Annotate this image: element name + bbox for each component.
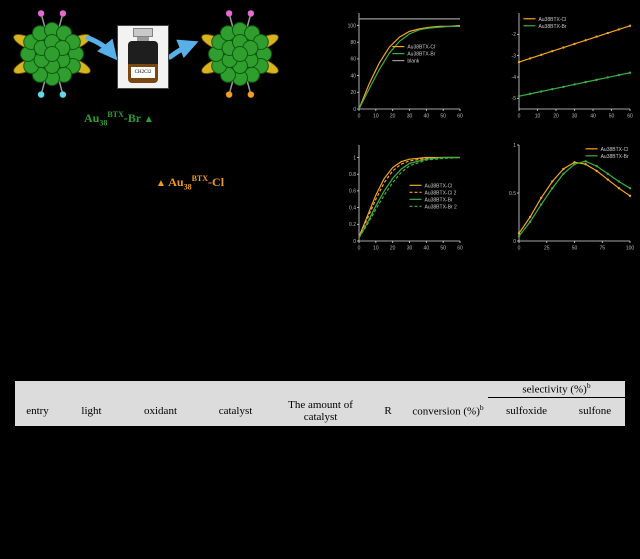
chart-kinetics-ln-plot: 0 10 20 30 40 50 60 -5 -4 -3 -2 Au38BTX-ClAu38BTX-B…: [500, 8, 635, 122]
svg-text:60: 60: [350, 57, 356, 63]
cluster-au38-cl-image: [201, 10, 279, 98]
col-sulfone: sulfone: [565, 397, 625, 428]
col-conversion: conversion (%)b: [408, 397, 488, 428]
svg-text:-5: -5: [512, 96, 517, 102]
label-cl-suffix: -Cl: [208, 175, 225, 189]
solvent-vial-photo: CH2Cl2: [117, 25, 169, 89]
svg-text:1: 1: [353, 155, 356, 161]
svg-text:0: 0: [353, 107, 356, 113]
col-oxidant: oxidant: [123, 397, 198, 428]
svg-text:40: 40: [424, 246, 430, 252]
svg-text:10: 10: [535, 114, 541, 120]
svg-text:-4: -4: [512, 75, 517, 81]
svg-text:80: 80: [350, 40, 356, 46]
vial-label: CH2Cl2: [131, 67, 155, 78]
svg-text:50: 50: [572, 246, 578, 252]
svg-text:0.2: 0.2: [349, 222, 356, 228]
vial-body: CH2Cl2: [128, 41, 158, 83]
col-r-group: R: [368, 397, 408, 428]
svg-text:0: 0: [358, 114, 361, 120]
svg-text:0.8: 0.8: [349, 172, 356, 178]
svg-text:25: 25: [544, 246, 550, 252]
svg-text:Au38BTX-Cl 2: Au38BTX-Cl 2: [425, 190, 457, 196]
svg-text:Au38BTX-Cl: Au38BTX-Cl: [601, 147, 629, 153]
svg-text:40: 40: [424, 114, 430, 120]
svg-text:Au38BTX-Br: Au38BTX-Br: [407, 52, 435, 58]
col-selectivity-group: selectivity (%)b: [488, 379, 625, 399]
triangle-marker-green-icon: ▲: [143, 114, 154, 125]
label-br-sup: BTX: [107, 110, 124, 119]
svg-text:30: 30: [407, 246, 413, 252]
svg-text:0: 0: [518, 114, 521, 120]
results-table-wrap: selectivity (%)b entry light oxidant cat…: [15, 379, 625, 428]
label-cl-sub: 38: [183, 182, 192, 192]
svg-text:100: 100: [626, 246, 635, 252]
svg-text:0.5: 0.5: [509, 191, 516, 197]
table-header-group-row: selectivity (%)b: [15, 379, 625, 399]
conversion-sup: b: [479, 403, 484, 413]
label-cl-prefix: Au: [168, 175, 184, 189]
svg-text:0.4: 0.4: [349, 205, 356, 211]
svg-text:20: 20: [350, 90, 356, 96]
col-sulfoxide: sulfoxide: [488, 397, 565, 428]
conversion-label: conversion (%): [412, 405, 480, 418]
chart-conversion-vs-time: 0 10 20 30 40 50 60 0 20 40 60 80 100Au38BTX-ClAu38B…: [340, 8, 465, 122]
svg-text:40: 40: [590, 114, 596, 120]
svg-text:60: 60: [457, 246, 463, 252]
svg-text:0: 0: [518, 246, 521, 252]
col-catalyst: catalyst: [198, 397, 273, 428]
svg-text:50: 50: [609, 114, 615, 120]
svg-text:100: 100: [348, 23, 357, 29]
svg-text:Au38BTX-Br: Au38BTX-Br: [601, 154, 629, 160]
arrow-vial-to-right-icon: [167, 39, 199, 60]
svg-text:Au38BTX-Br 2: Au38BTX-Br 2: [425, 204, 457, 210]
selectivity-sup: b: [586, 381, 591, 390]
svg-text:Au38BTX-Cl: Au38BTX-Cl: [425, 183, 453, 189]
svg-text:10: 10: [373, 246, 379, 252]
triangle-marker-orange-icon: ▲: [156, 178, 166, 189]
svg-text:20: 20: [390, 246, 396, 252]
header-spacer: [15, 379, 488, 398]
svg-text:60: 60: [457, 114, 463, 120]
svg-text:Au38BTX-Br: Au38BTX-Br: [425, 197, 453, 203]
svg-text:blank: blank: [407, 59, 419, 65]
col-light: light: [60, 397, 123, 428]
col-amount-of-catalyst: The amount of catalyst: [273, 397, 368, 428]
svg-text:-3: -3: [512, 53, 517, 59]
svg-text:0: 0: [353, 239, 356, 245]
vial-neck: [137, 37, 149, 41]
label-br-suffix: -Br: [123, 111, 141, 125]
svg-text:60: 60: [627, 114, 633, 120]
svg-text:75: 75: [599, 246, 605, 252]
svg-text:50: 50: [440, 246, 446, 252]
svg-text:-2: -2: [512, 32, 517, 38]
label-au38btx-cl: ▲ Au38BTX-Cl: [156, 174, 224, 191]
svg-text:Au38BTX-Cl: Au38BTX-Cl: [407, 45, 435, 51]
svg-text:40: 40: [350, 73, 356, 79]
svg-text:1: 1: [513, 143, 516, 149]
cluster-au38-br-image: [13, 10, 91, 98]
svg-text:30: 30: [572, 114, 578, 120]
vial-cap: [133, 28, 153, 37]
svg-text:0: 0: [513, 239, 516, 245]
svg-text:Au38BTX-Br: Au38BTX-Br: [538, 24, 566, 30]
selectivity-label: selectivity (%): [522, 383, 587, 396]
label-br-sub: 38: [99, 118, 108, 128]
svg-text:50: 50: [440, 114, 446, 120]
svg-text:0.6: 0.6: [349, 189, 356, 195]
svg-text:20: 20: [390, 114, 396, 120]
svg-text:0: 0: [358, 246, 361, 252]
label-cl-sup: BTX: [191, 174, 209, 183]
svg-text:Au38BTX-Cl: Au38BTX-Cl: [538, 17, 566, 23]
results-table: selectivity (%)b entry light oxidant cat…: [15, 379, 625, 428]
table-header-row: entry light oxidant catalyst The amount …: [15, 397, 625, 428]
label-br-prefix: Au: [84, 111, 100, 125]
col-entry: entry: [15, 397, 60, 428]
svg-text:10: 10: [373, 114, 379, 120]
svg-text:20: 20: [553, 114, 559, 120]
label-au38btx-br: Au38BTX-Br ▲: [84, 110, 154, 127]
svg-text:30: 30: [407, 114, 413, 120]
